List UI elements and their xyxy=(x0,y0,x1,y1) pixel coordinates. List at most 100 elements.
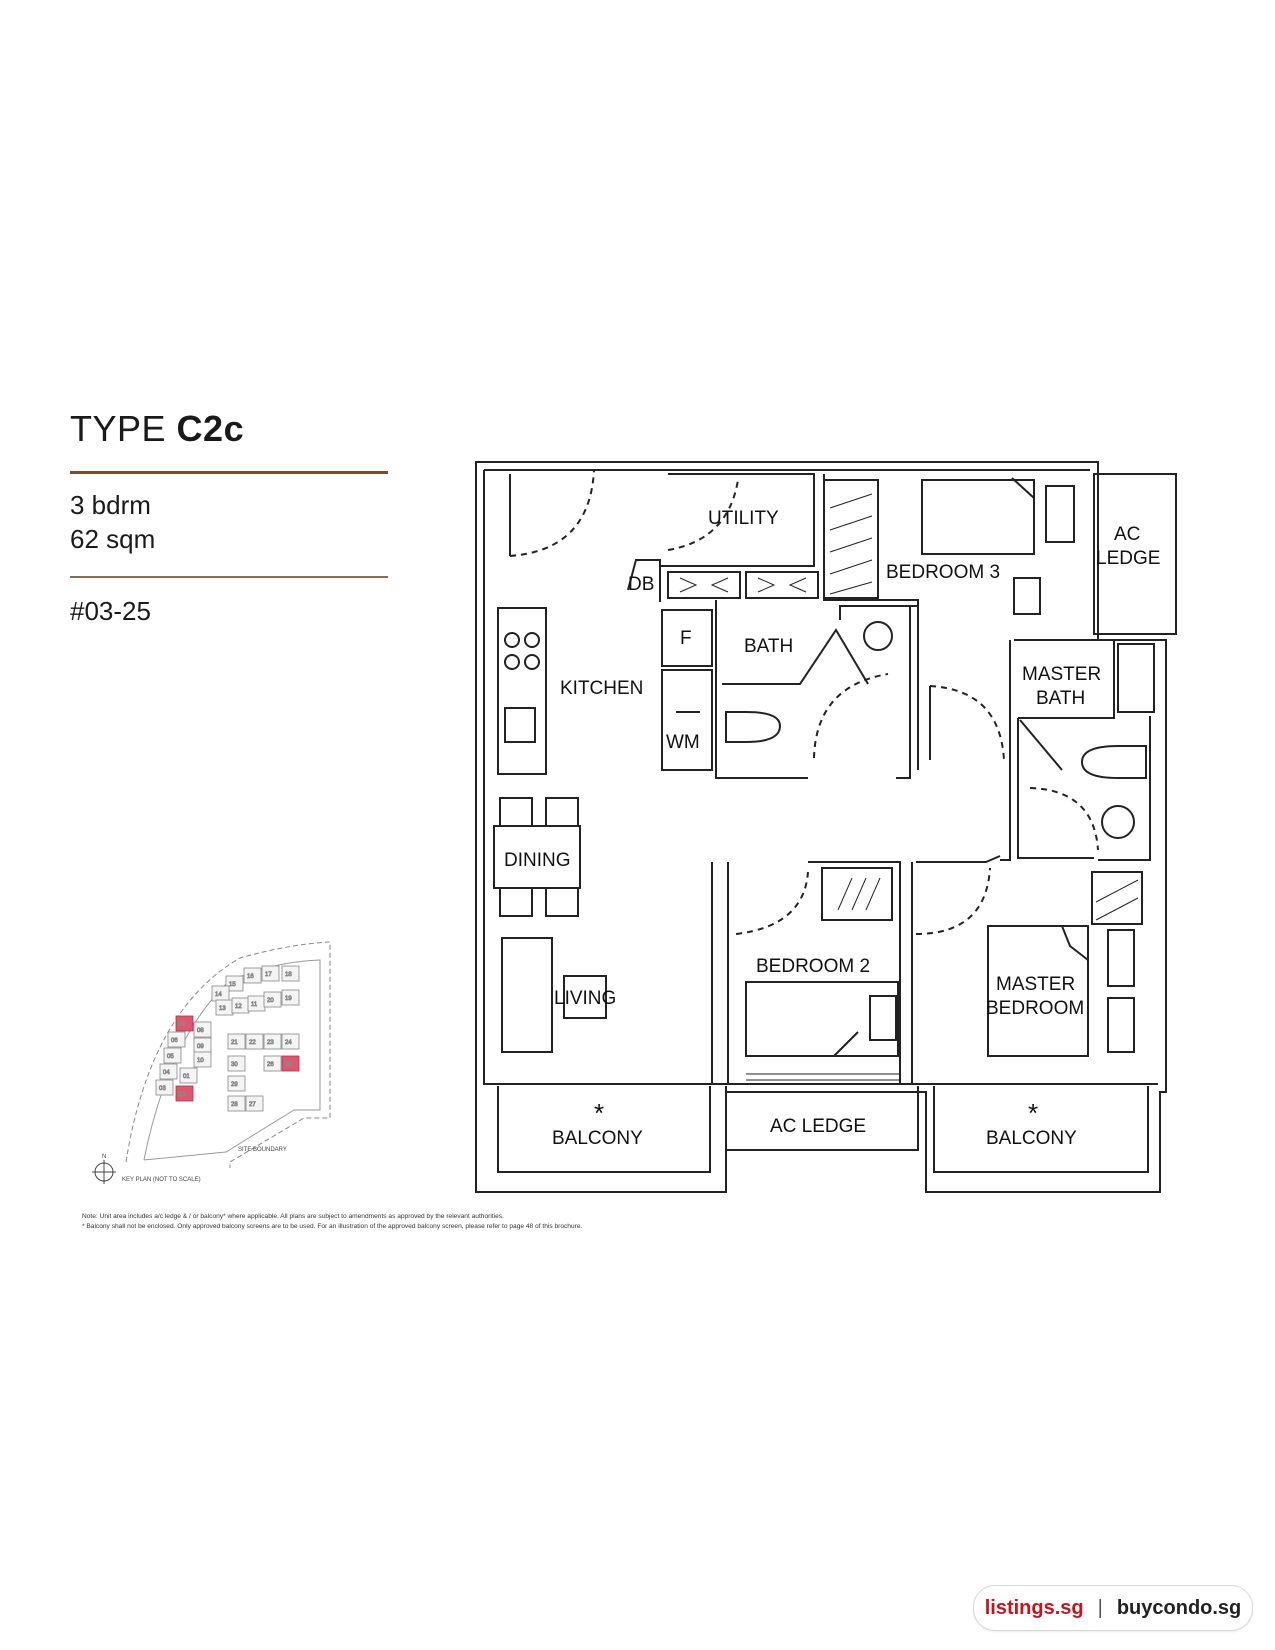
bath-door-arc xyxy=(813,673,889,759)
footer-link-buycondo[interactable]: buycondo.sg xyxy=(1116,1596,1242,1619)
key-plan-unit-label: 12 xyxy=(235,1004,242,1010)
key-plan-unit-label: 10 xyxy=(197,1058,204,1064)
bedroom3-side-table xyxy=(1045,485,1075,543)
key-plan-unit-label: 22 xyxy=(249,1040,256,1046)
sofa xyxy=(501,937,553,1053)
label-utility: UTILITY xyxy=(708,508,779,529)
key-plan-unit-label: 06 xyxy=(171,1038,178,1044)
key-plan-unit-label: 24 xyxy=(285,1040,292,1046)
dining-chair-1 xyxy=(499,797,533,827)
key-plan-unit-label: 17 xyxy=(265,972,272,978)
bedroom3-wall xyxy=(823,474,1011,861)
label-fridge: F xyxy=(680,628,692,649)
label-master-bath-2: BATH xyxy=(1036,688,1085,709)
key-plan-unit-label: 13 xyxy=(219,1006,226,1012)
label-living: LIVING xyxy=(554,988,616,1009)
key-plan-unit-08 xyxy=(193,1021,212,1038)
key-plan-unit-28 xyxy=(227,1095,246,1112)
north-arrow-cross xyxy=(92,1160,116,1184)
bed2-pillow xyxy=(833,1031,859,1057)
key-plan-unit-30 xyxy=(227,1055,246,1072)
hob-ring-3 xyxy=(504,654,520,670)
unit-number: #03-25 xyxy=(70,596,151,626)
key-plan-unit-label: 25 xyxy=(285,1062,292,1068)
bedroom2-bed xyxy=(745,981,899,1057)
master-side-table-1 xyxy=(1107,929,1135,987)
hob-ring-2 xyxy=(524,632,540,648)
accent-divider-bottom xyxy=(70,576,388,578)
bedroom2-wardrobe xyxy=(821,867,893,921)
key-plan-unit-02 xyxy=(175,1085,194,1102)
accent-divider-top xyxy=(70,471,388,474)
unit-area: 62 sqm xyxy=(70,524,156,554)
coffee-table xyxy=(563,975,607,1019)
bath-wc xyxy=(725,711,782,743)
label-asterisk-right: * xyxy=(1028,1098,1038,1128)
key-plan-unit-label: 21 xyxy=(231,1040,238,1046)
key-plan-unit-23 xyxy=(263,1033,282,1050)
bedroom3-wardrobe xyxy=(823,479,879,599)
key-plan-unit-03 xyxy=(155,1079,174,1096)
key-plan-unit-20 xyxy=(263,991,282,1008)
key-plan-unit-17 xyxy=(261,965,280,982)
master-bath-door-arc xyxy=(1029,787,1099,851)
balcony-right-outline xyxy=(933,1086,1149,1173)
master-bath-shower xyxy=(1117,643,1155,713)
key-plan-unit-label: 26 xyxy=(267,1062,274,1068)
type-code: C2c xyxy=(176,408,245,449)
key-plan-unit-24 xyxy=(281,1033,300,1050)
key-plan-unit-label: 08 xyxy=(197,1028,204,1034)
key-plan-unit-label: 23 xyxy=(267,1040,274,1046)
key-plan-unit-label: 02 xyxy=(179,1092,186,1098)
key-plan-unit-07 xyxy=(175,1015,194,1032)
key-plan-unit-19 xyxy=(281,989,300,1006)
key-plan-site-boundary: SITE BOUNDARY xyxy=(238,1147,287,1153)
key-plan-unit-10 xyxy=(193,1051,212,1068)
key-plan-unit-01 xyxy=(179,1067,198,1084)
key-plan-unit-16 xyxy=(243,967,262,984)
db-cabinet xyxy=(627,559,661,602)
kitchen-counter xyxy=(497,607,547,775)
dining-chair-2 xyxy=(545,797,579,827)
dining-chair-4 xyxy=(545,887,579,917)
label-bedroom2: BEDROOM 2 xyxy=(756,956,870,977)
label-master-bedroom-2: BEDROOM xyxy=(986,998,1084,1019)
bath-basin xyxy=(863,621,893,651)
bedroom2-door-arc xyxy=(735,871,809,935)
label-bath: BATH xyxy=(744,636,793,657)
label-balcony-left: BALCONY xyxy=(552,1128,643,1149)
key-plan-unit-15 xyxy=(225,975,244,992)
bedroom-count: 3 bdrm xyxy=(70,490,151,520)
unit-type-title: TYPE C2c xyxy=(70,408,244,450)
utility-wall xyxy=(660,473,815,567)
key-plan-unit-29 xyxy=(227,1075,246,1092)
label-db: DB xyxy=(628,574,654,595)
entrance-door-arc xyxy=(509,469,595,557)
key-plan-unit-label: 11 xyxy=(251,1002,258,1008)
master-side-table-2 xyxy=(1107,997,1135,1053)
bedroom3-desk xyxy=(1013,577,1041,615)
bath-wall xyxy=(715,600,918,779)
utility-door-arc xyxy=(667,479,739,551)
key-plan-unit-label: 19 xyxy=(285,996,292,1002)
master-bath-basin xyxy=(1101,805,1135,839)
key-plan-unit-label: 29 xyxy=(231,1082,238,1088)
master-bath-wc xyxy=(1080,745,1147,779)
upper-cabinet-2 xyxy=(745,571,819,599)
key-plan-unit-label: 28 xyxy=(231,1102,238,1108)
footer-link-listings[interactable]: listings.sg xyxy=(984,1596,1084,1619)
label-master-bedroom-1: MASTER xyxy=(996,974,1075,995)
label-ac-ledge-top-1: AC xyxy=(1114,524,1140,545)
ac-ledge-bottom-outline xyxy=(725,1086,919,1151)
key-plan-unit-label: 16 xyxy=(247,974,254,980)
ac-ledge-top xyxy=(1093,473,1177,635)
key-plan-unit-label: 14 xyxy=(215,992,222,998)
master-bedroom-wardrobe xyxy=(1091,871,1143,925)
key-plan-unit-label: 04 xyxy=(163,1070,170,1076)
site-boundary-line xyxy=(125,941,331,1168)
key-plan-unit-05 xyxy=(163,1047,182,1064)
cabinet-cross xyxy=(679,577,807,593)
key-plan-unit-label: 18 xyxy=(285,972,292,978)
washing-machine xyxy=(661,669,713,771)
bedroom3-bed xyxy=(921,479,1035,555)
